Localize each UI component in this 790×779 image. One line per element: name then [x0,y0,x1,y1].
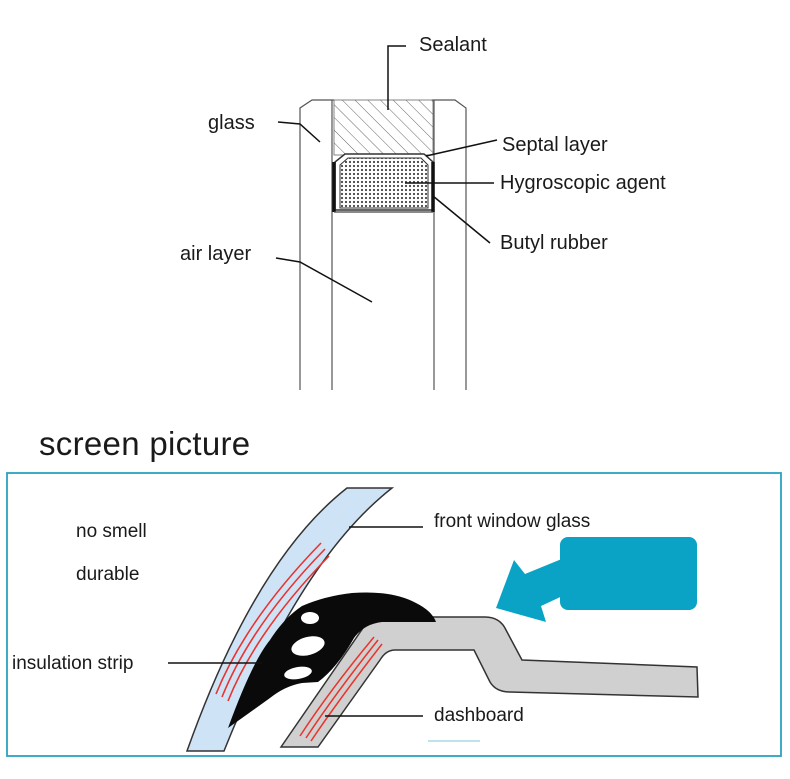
insulation-strip-hole-3 [301,612,319,624]
butyl-rubber-leader [432,195,491,244]
glass-red-lines [215,542,330,702]
section-heading: screen picture [39,425,251,462]
hygroscopic-agent-label: Hygroscopic agent [500,172,666,194]
septal-layer-label: Septal layer [502,134,608,156]
butyl-rubber-label: Butyl rubber [500,232,608,254]
sealant-label: Sealant [419,34,487,56]
dashboard-red-lines [299,636,383,742]
insulation-strip-hole-1 [291,636,325,656]
glass-leader [277,121,321,143]
air-layer-leader [275,257,373,303]
air-layer-label: air layer [180,243,252,265]
insulation-strip-label: insulation strip [12,653,134,674]
glass-pane-right [432,99,467,390]
front-window-glass-label: front window glass [434,511,591,532]
glass-pane-left [299,99,334,390]
no-smell-label: no smell [76,521,147,542]
durable-label: durable [76,564,140,585]
insulation-strip-hole-2 [284,666,312,680]
septal-layer-leader [425,139,498,157]
insulation-strip-shape [228,592,436,728]
sealant-leader [387,45,406,110]
direction-arrow-icon [496,537,697,622]
sealant-layer [333,99,434,156]
hygroscopic-agent-fill [339,157,429,209]
dashboard-label: dashboard [434,705,524,726]
glass-label: glass [208,112,255,134]
